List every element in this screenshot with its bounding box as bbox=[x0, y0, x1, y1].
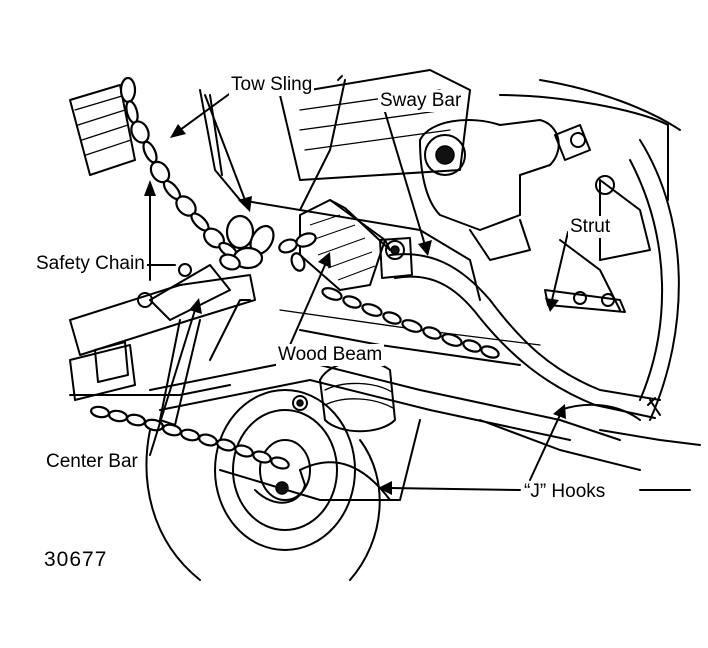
label-strut: Strut bbox=[568, 216, 613, 238]
wood-beam-part bbox=[299, 199, 391, 291]
figure-number: 30677 bbox=[44, 548, 108, 571]
label-wood-beam: Wood Beam bbox=[276, 344, 385, 366]
vehicle-structure bbox=[69, 69, 681, 421]
wheel-assembly bbox=[145, 389, 381, 581]
label-tow-sling: Tow Sling bbox=[229, 74, 315, 96]
tow-chain bbox=[119, 76, 317, 272]
leader-lines bbox=[104, 75, 691, 495]
fittings bbox=[292, 395, 661, 416]
center-bar-part bbox=[69, 263, 421, 504]
label-j-hooks: “J” Hooks bbox=[522, 481, 608, 503]
label-safety-chain: Safety Chain bbox=[34, 253, 147, 275]
steering-gear bbox=[419, 119, 621, 311]
safety-chain-links bbox=[89, 287, 500, 470]
tow-sling-part bbox=[199, 79, 346, 211]
label-center-bar: Center Bar bbox=[44, 451, 140, 473]
label-sway-bar: Sway Bar bbox=[378, 90, 464, 112]
